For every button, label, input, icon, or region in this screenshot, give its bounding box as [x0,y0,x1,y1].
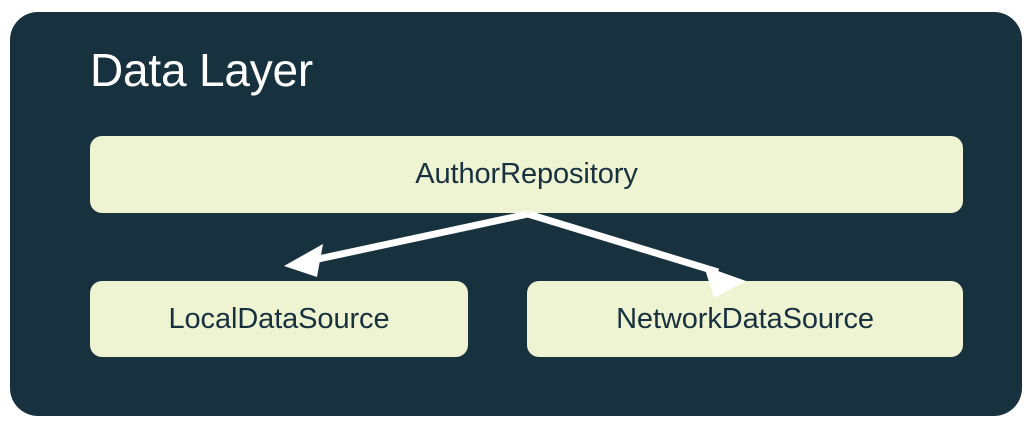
node-local-data-source[interactable]: LocalDataSource [90,281,468,357]
node-label: NetworkDataSource [616,302,874,335]
node-network-data-source[interactable]: NetworkDataSource [527,281,963,357]
page-title: Data Layer [90,44,314,96]
node-label: AuthorRepository [415,158,638,190]
node-label: LocalDataSource [168,302,390,335]
node-author-repository[interactable]: AuthorRepository [90,136,963,213]
